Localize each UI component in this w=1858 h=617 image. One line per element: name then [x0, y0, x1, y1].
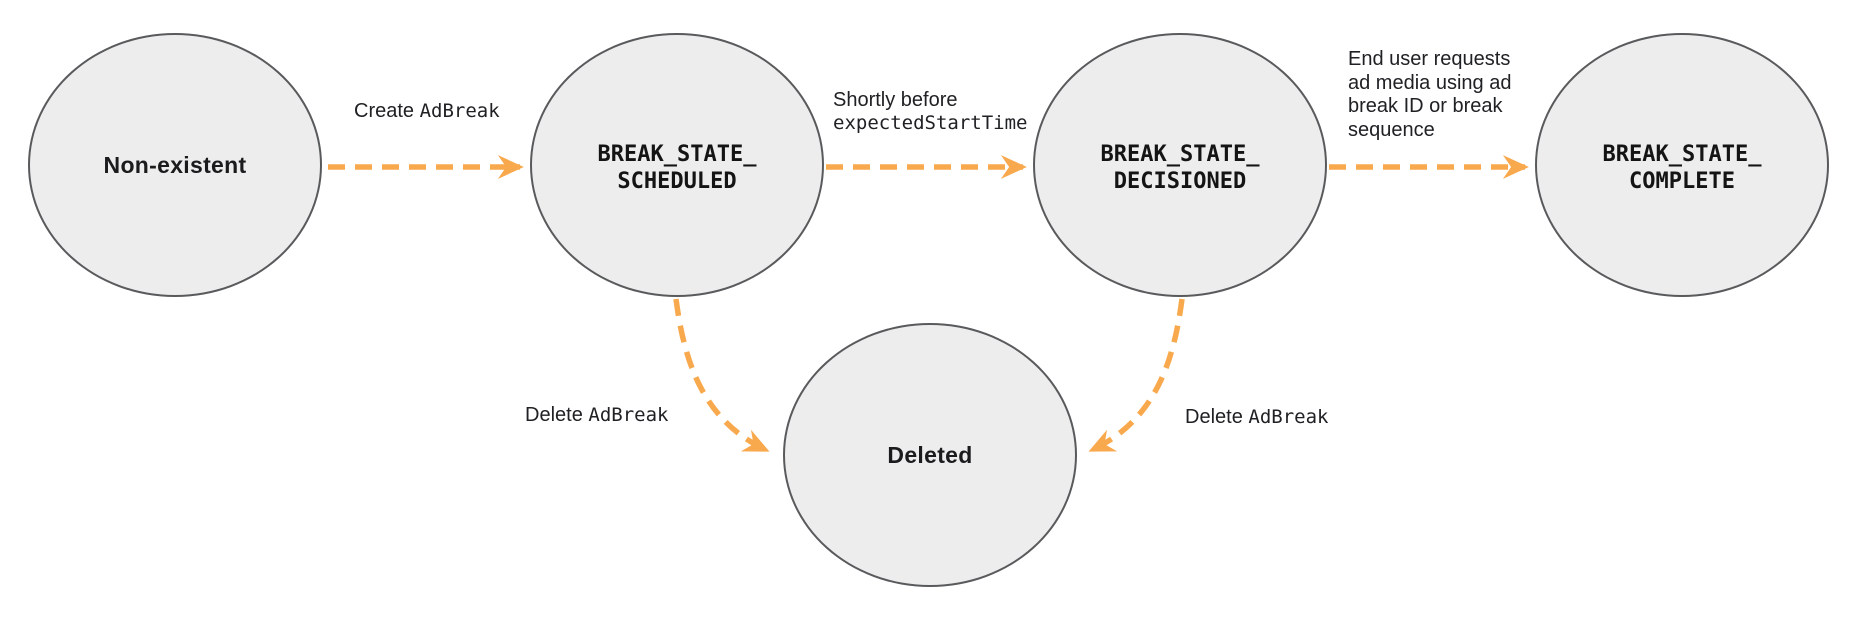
- transition-label-delete-adbreak-right: Delete AdBreak: [1185, 406, 1328, 429]
- transition-label-plain-text: Create: [354, 100, 420, 122]
- state-label-deleted: Deleted: [887, 441, 973, 468]
- state-label-break-state-complete: BREAK_STATE_COMPLETE: [1603, 141, 1762, 195]
- state-label-break-state-decisioned: BREAK_STATE_DECISIONED: [1101, 141, 1260, 195]
- transition-label-create-adbreak: Create AdBreak: [354, 100, 500, 123]
- transition-label-code-text: expectedStartTime: [833, 112, 1028, 134]
- transition-label-plain-text: Delete: [1185, 406, 1249, 428]
- state-node-deleted: Deleted: [783, 323, 1077, 587]
- transition-label-plain-text: Delete: [525, 404, 589, 426]
- state-node-non-existent: Non-existent: [28, 33, 322, 297]
- arrow-delete-left: [673, 298, 770, 453]
- state-label-line1: BREAK_STATE_: [1100, 142, 1260, 167]
- state-label-line1: BREAK_STATE_: [597, 142, 757, 167]
- state-node-break-state-decisioned: BREAK_STATE_DECISIONED: [1033, 33, 1327, 297]
- transition-label-delete-adbreak-left: Delete AdBreak: [525, 404, 668, 427]
- state-node-break-state-scheduled: BREAK_STATE_SCHEDULED: [530, 33, 824, 297]
- transition-label-end-user-requests: End user requests ad media using ad brea…: [1348, 48, 1512, 141]
- transition-label-code-text: AdBreak: [419, 100, 500, 122]
- transition-label-code-text: AdBreak: [1248, 406, 1329, 428]
- state-node-break-state-complete: BREAK_STATE_COMPLETE: [1535, 33, 1829, 297]
- transition-label-code-text: AdBreak: [588, 404, 669, 426]
- state-label-non-existent: Non-existent: [103, 151, 247, 178]
- arrow-delete-right: [1088, 298, 1185, 453]
- transition-label-shortly-before: Shortly before expectedStartTime: [833, 89, 1027, 135]
- state-label-line1: BREAK_STATE_: [1602, 142, 1762, 167]
- state-label-line2: SCHEDULED: [617, 169, 737, 194]
- state-label-line2: DECISIONED: [1113, 169, 1247, 194]
- transition-label-plain-text: Shortly before: [833, 89, 958, 111]
- state-label-break-state-scheduled: BREAK_STATE_SCHEDULED: [598, 141, 757, 195]
- state-label-line2: COMPLETE: [1629, 169, 1735, 194]
